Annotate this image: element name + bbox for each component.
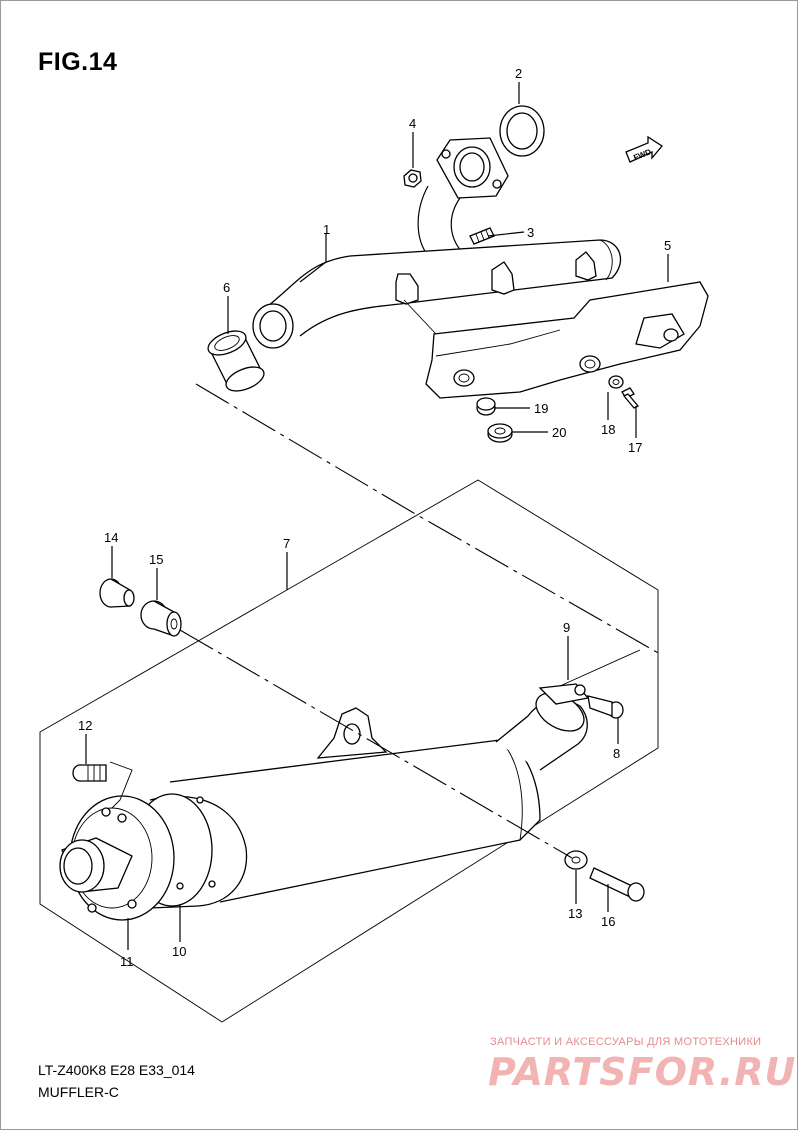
part-19-grommet[interactable] <box>476 397 496 416</box>
muffler-assembly-outline <box>39 479 659 1023</box>
watermark-brand: PARTSFOR.RU <box>488 1050 797 1094</box>
section-name: MUFFLER-C <box>38 1084 119 1100</box>
part-14-bushing[interactable] <box>99 578 135 608</box>
callout-5: 5 <box>664 238 671 253</box>
assembly-dashed-lines <box>109 299 661 859</box>
part-8-bolt[interactable] <box>587 695 624 719</box>
part-13-washer[interactable] <box>564 850 588 870</box>
part-1-exhaust-pipe[interactable] <box>252 137 622 349</box>
callout-3: 3 <box>527 225 534 240</box>
callout-13: 13 <box>568 906 582 921</box>
callout-6: 6 <box>223 280 230 295</box>
part-4-nut[interactable] <box>403 169 422 188</box>
leader-lines <box>85 82 669 950</box>
part-11-end-cap[interactable] <box>59 795 175 921</box>
callout-20: 20 <box>552 425 566 440</box>
part-2-gasket[interactable] <box>499 105 545 157</box>
callout-18: 18 <box>601 422 615 437</box>
figure-title: FIG.14 <box>38 48 118 76</box>
callout-14: 14 <box>104 530 118 545</box>
callout-12: 12 <box>78 718 92 733</box>
callout-11: 11 <box>120 954 134 969</box>
callout-2: 2 <box>515 66 522 81</box>
part-17-bolt[interactable] <box>621 387 640 409</box>
watermark-tagline: ЗАПЧАСТИ И АКСЕССУАРЫ ДЛЯ МОТОТЕХНИКИ <box>490 1036 762 1048</box>
part-20-collar[interactable] <box>487 423 513 443</box>
callout-19: 19 <box>534 401 548 416</box>
callout-1: 1 <box>323 222 330 237</box>
callout-7: 7 <box>283 536 290 551</box>
part-6-sleeve[interactable] <box>205 326 268 396</box>
part-5-heat-shield[interactable] <box>425 281 709 399</box>
part-7-muffler[interactable] <box>131 683 591 909</box>
callout-17: 17 <box>628 440 642 455</box>
callout-16: 16 <box>601 914 615 929</box>
callout-labels: 1 2 3 4 5 6 7 8 9 10 11 12 13 14 15 16 1… <box>78 66 671 969</box>
part-3-stud-bolt[interactable] <box>469 227 495 245</box>
callout-4: 4 <box>409 116 416 131</box>
model-code: LT-Z400K8 E28 E33_014 <box>38 1062 195 1078</box>
part-18-washer[interactable] <box>608 375 624 389</box>
callout-10: 10 <box>172 944 186 959</box>
callout-9: 9 <box>563 620 570 635</box>
part-12-bolt[interactable] <box>72 764 107 782</box>
fwd-arrow-icon: FWD <box>625 135 663 163</box>
part-15-rubber-mount[interactable] <box>140 600 182 637</box>
callout-8: 8 <box>613 746 620 761</box>
callout-15: 15 <box>149 552 163 567</box>
part-16-bolt[interactable] <box>589 867 645 902</box>
